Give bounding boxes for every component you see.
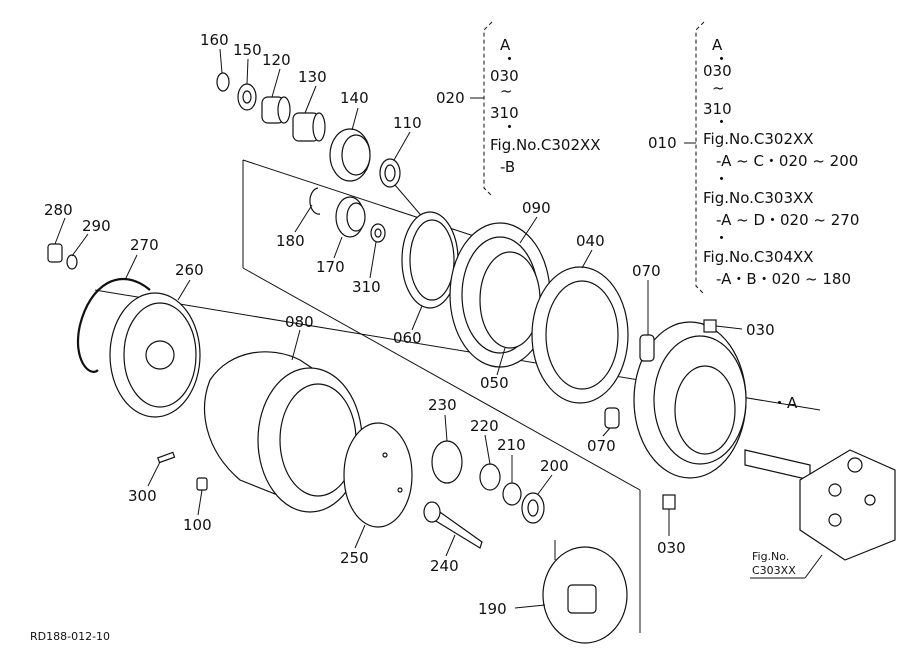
snap-ring-160 (216, 72, 230, 92)
sleeve-210 (502, 482, 522, 506)
svg-text:-A ~ D・020 ~ 270: -A ~ D・020 ~ 270 (716, 211, 859, 229)
svg-text:A: A (500, 36, 511, 54)
label-030-bottom: 030 (657, 539, 686, 557)
label-220: 220 (470, 417, 499, 435)
label-180: 180 (276, 232, 305, 250)
bolt-300 (157, 451, 176, 464)
svg-text:・: ・ (502, 50, 517, 68)
label-060: 060 (393, 329, 422, 347)
plug-030a (703, 319, 717, 333)
motor-block (799, 449, 896, 561)
label-280: 280 (44, 201, 73, 219)
svg-text:310: 310 (490, 104, 519, 122)
marker-a: ・A (772, 394, 798, 412)
svg-text:・: ・ (714, 170, 729, 188)
svg-text:Fig.No.C302XX: Fig.No.C302XX (703, 130, 814, 148)
label-230: 230 (428, 396, 457, 414)
svg-text:・: ・ (714, 113, 729, 131)
svg-text:030: 030 (703, 62, 732, 80)
label-050: 050 (480, 374, 509, 392)
label-310: 310 (352, 278, 381, 296)
ring-set (401, 211, 629, 404)
plate-250 (343, 422, 413, 528)
note-010-code: 010 (648, 134, 677, 152)
label-040: 040 (576, 232, 605, 250)
label-120: 120 (262, 51, 291, 69)
svg-text:-A ~ C・020 ~ 200: -A ~ C・020 ~ 200 (716, 152, 858, 170)
shaft (744, 449, 811, 481)
svg-text:C303XX: C303XX (752, 564, 796, 577)
svg-text:-B: -B (500, 158, 515, 176)
label-130: 130 (298, 68, 327, 86)
label-170: 170 (316, 258, 345, 276)
note-010: 010 A ・ 030 ~ 310 ・ Fig.No.C302XX -A ~ C… (648, 21, 859, 295)
middle-gear-stack (309, 187, 386, 243)
svg-text:Fig.No.C304XX: Fig.No.C304XX (703, 248, 814, 266)
drawing-code: RD188-012-10 (30, 630, 110, 643)
svg-text:030: 030 (490, 67, 519, 85)
plug-030b (662, 494, 676, 510)
note-020: 020 A ・ 030 ~ 310 ・ Fig.No.C302XX -B (436, 21, 601, 197)
label-070-bottom: 070 (587, 437, 616, 455)
label-080: 080 (285, 313, 314, 331)
top-gear-stack (216, 72, 401, 188)
svg-text:・: ・ (714, 229, 729, 247)
label-210: 210 (497, 436, 526, 454)
plug-100 (196, 477, 208, 491)
svg-text:~: ~ (500, 82, 513, 100)
svg-text:310: 310 (703, 100, 732, 118)
part-labels: 160 150 120 130 140 110 280 290 270 260 … (44, 31, 775, 618)
o-ring-290 (66, 254, 78, 270)
label-270: 270 (130, 236, 159, 254)
label-070-top: 070 (632, 262, 661, 280)
label-240: 240 (430, 557, 459, 575)
flange-hub (604, 319, 811, 510)
svg-text:・: ・ (714, 50, 729, 68)
svg-text:Fig.No.: Fig.No. (752, 550, 789, 563)
label-200: 200 (540, 457, 569, 475)
gear-230 (431, 440, 463, 484)
ref-fig-c303: Fig.No. C303XX (750, 550, 823, 579)
bearing-050 (479, 251, 541, 349)
bearing-220 (479, 463, 501, 491)
svg-text:Fig.No.C303XX: Fig.No.C303XX (703, 189, 814, 207)
svg-text:-A・B・020 ~ 180: -A・B・020 ~ 180 (716, 270, 851, 288)
label-140: 140 (340, 89, 369, 107)
label-300: 300 (128, 487, 157, 505)
label-290: 290 (82, 217, 111, 235)
label-190: 190 (478, 600, 507, 618)
label-250: 250 (340, 549, 369, 567)
svg-text:・: ・ (502, 118, 517, 136)
svg-text:Fig.No.C302XX: Fig.No.C302XX (490, 136, 601, 154)
housing-080 (157, 351, 363, 513)
snap-ring-180 (309, 187, 321, 215)
svg-text:~: ~ (712, 79, 725, 97)
note-020-code: 020 (436, 89, 465, 107)
label-160: 160 (200, 31, 229, 49)
lower-gear-stack (343, 422, 628, 644)
pin-070b (604, 407, 620, 429)
left-cover (47, 243, 201, 418)
leader-lines (54, 48, 743, 609)
svg-text:A: A (712, 36, 723, 54)
label-030-top: 030 (746, 321, 775, 339)
label-260: 260 (175, 261, 204, 279)
pin-070a (639, 334, 655, 362)
label-090: 090 (522, 199, 551, 217)
plug-280 (47, 243, 63, 263)
label-100: 100 (183, 516, 212, 534)
label-150: 150 (233, 41, 262, 59)
label-110: 110 (393, 114, 422, 132)
